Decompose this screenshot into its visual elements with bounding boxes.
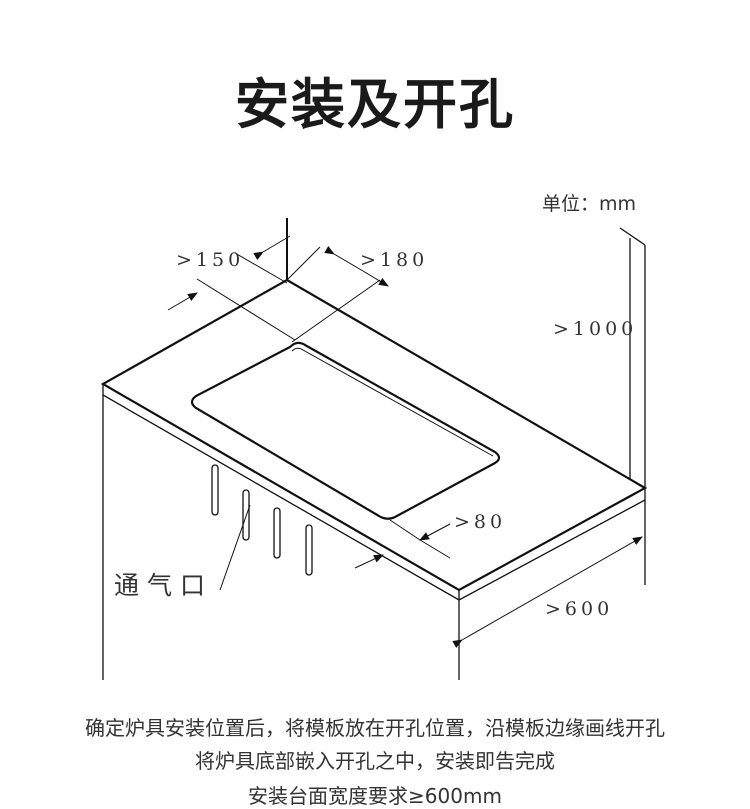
vent-slots (211, 464, 313, 576)
page-title: 安装及开孔 (235, 73, 515, 136)
vent-label: 通气口 (114, 571, 213, 600)
description-line-2: 将炉具底部嵌入开孔之中，安装即告完成 (195, 749, 555, 773)
cutout (190, 341, 501, 520)
description-line-1: 确定炉具安装位置后，将模板放在开孔位置，沿模板边缘画线开孔 (85, 716, 665, 740)
description-line-3: 安装台面宽度要求≥600mm (248, 784, 502, 808)
dim-600-label: >600 (545, 598, 613, 620)
unit-label: 单位：mm (542, 193, 636, 215)
dim-150-label: >150 (176, 249, 244, 271)
dim-1000-label: >1000 (553, 318, 637, 340)
dim-80-label: >80 (454, 511, 506, 533)
dim-180-label: >180 (360, 249, 428, 271)
